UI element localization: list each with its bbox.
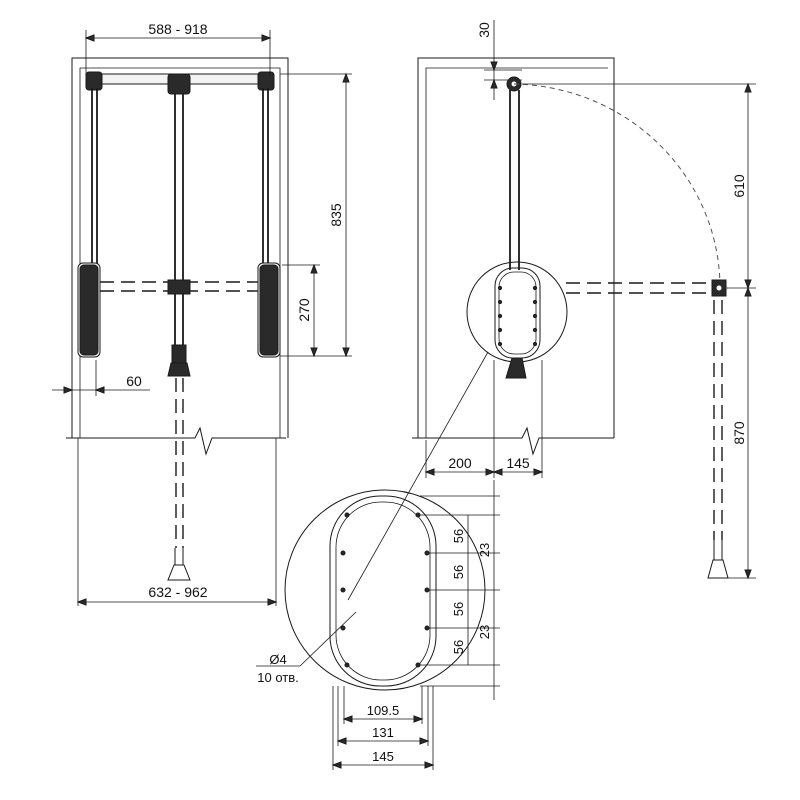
dim-side-offset: 60 xyxy=(126,373,142,389)
dim-hole-count: 10 отв. xyxy=(257,670,299,685)
handle-grip-extended xyxy=(167,564,191,581)
dim-arm-reach: 610 xyxy=(731,174,747,198)
dim-plate-inner-width: 109.5 xyxy=(367,703,400,718)
mounting-plate xyxy=(329,495,437,687)
swing-arc xyxy=(513,83,721,289)
dim-height-total: 835 xyxy=(328,203,344,227)
center-hub xyxy=(167,73,191,95)
dim-hole-spacing-2: 56 xyxy=(451,565,466,579)
dim-pad-width-side: 145 xyxy=(506,455,530,471)
dim-hole-spacing-1: 56 xyxy=(451,529,466,543)
detail-view: 56 56 56 56 23 23 Ø4 10 отв. 109.5 131 1… xyxy=(256,480,500,770)
dim-outer-width: 632 - 962 xyxy=(148,584,207,600)
dim-top-offset: 30 xyxy=(476,22,492,38)
dim-floor-height: 870 xyxy=(731,421,747,445)
front-view: 588 - 918 835 270 60 632 - 962 xyxy=(52,21,352,606)
dim-hole-spacing-4: 56 xyxy=(451,640,466,654)
side-view: 30 610 xyxy=(347,20,756,601)
dim-hole-spacing-3: 56 xyxy=(451,602,466,616)
mounting-holes xyxy=(340,512,430,668)
handle-grip xyxy=(167,362,191,377)
dim-edge-offset-top: 23 xyxy=(477,543,492,557)
dim-edge-offset-bottom: 23 xyxy=(477,625,492,639)
dim-wall-gap: 200 xyxy=(448,455,472,471)
dim-inner-width: 588 - 918 xyxy=(148,21,207,37)
dim-lift-travel: 270 xyxy=(296,298,312,322)
detail-callout-circle xyxy=(466,261,568,363)
dim-hole-diameter: Ø4 xyxy=(269,652,286,667)
left-top-bracket xyxy=(85,71,103,91)
dim-plate-outer-width: 145 xyxy=(372,749,394,764)
right-top-bracket xyxy=(257,71,275,91)
dim-plate-mid-width: 131 xyxy=(372,725,394,740)
